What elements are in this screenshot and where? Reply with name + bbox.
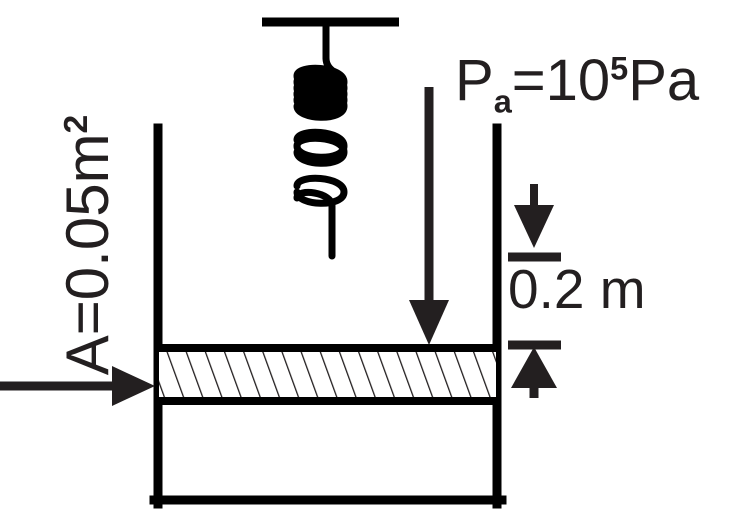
pressure-unit: Pa — [628, 48, 700, 113]
height-label: 0.2 m — [508, 258, 646, 320]
cylinder — [149, 123, 507, 509]
dimension-arrow-up — [511, 347, 557, 398]
pressure-label: Pa=105Pa — [455, 52, 699, 118]
pressure-exponent: 5 — [610, 50, 629, 87]
downward-force-arrow — [409, 87, 449, 345]
pressure-mantissa: 10 — [545, 48, 611, 113]
pressure-symbol: P — [455, 48, 494, 113]
leftward-pointing-area-arrow — [0, 366, 155, 406]
area-label: A=0.05m2 — [54, 95, 121, 395]
dimension-0-2-m — [508, 184, 561, 398]
dimension-arrow-down — [514, 184, 554, 248]
pressure-subscript: a — [493, 83, 512, 120]
piston — [156, 344, 499, 405]
area-label-exponent: 2 — [58, 114, 95, 134]
pressure-equals: = — [511, 48, 546, 113]
helical-spring — [293, 18, 348, 260]
area-label-base: A=0.05m — [54, 133, 121, 376]
